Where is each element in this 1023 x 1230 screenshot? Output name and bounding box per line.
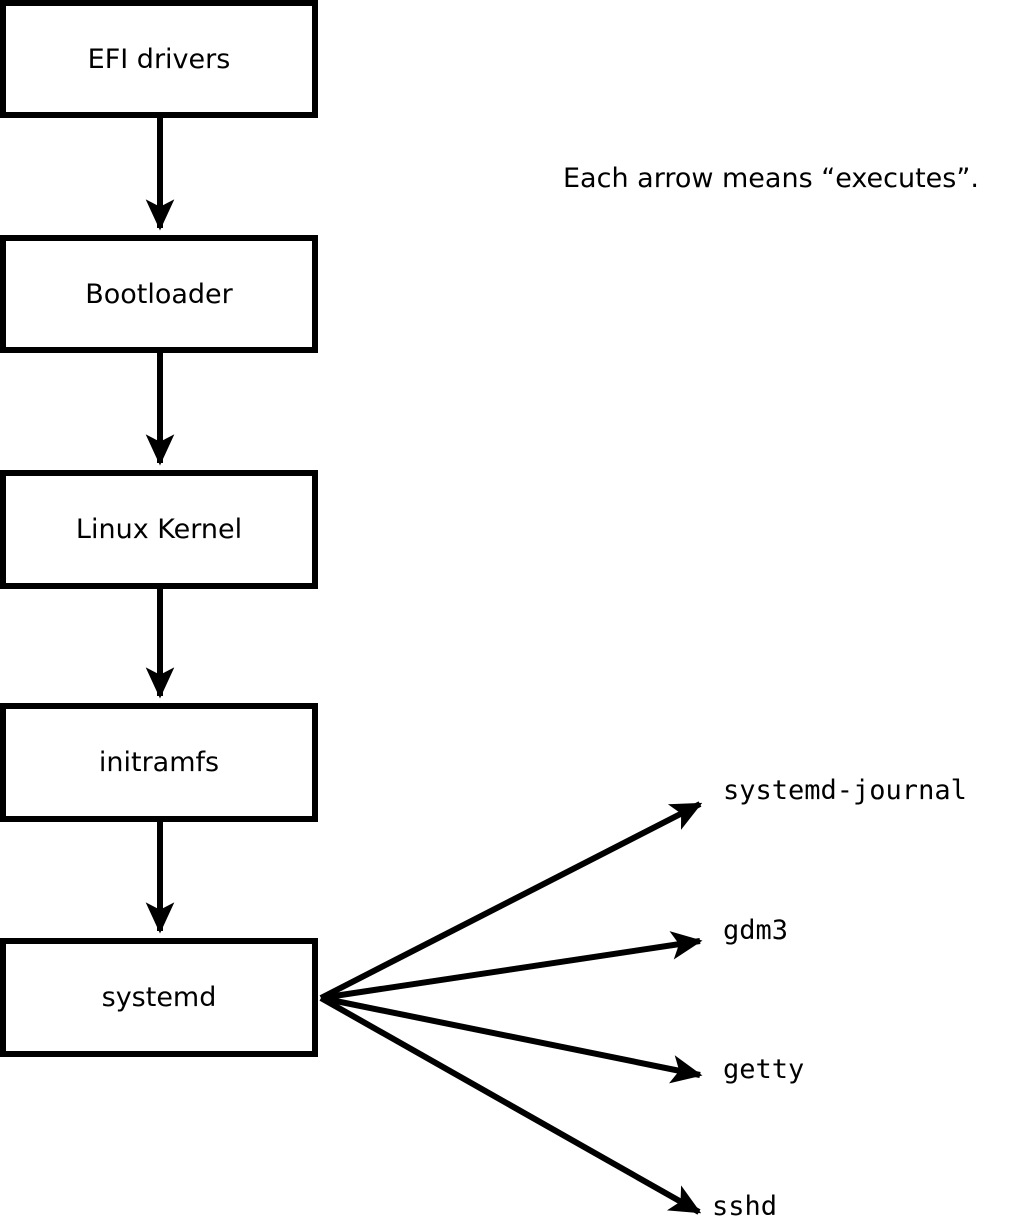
node-efi-drivers[interactable]: EFI drivers bbox=[0, 0, 318, 118]
leaf-label-sshd: sshd bbox=[712, 1191, 778, 1222]
node-label-systemd: systemd bbox=[101, 982, 217, 1013]
arrow-systemd-to-gdm3 bbox=[320, 931, 703, 1001]
node-systemd[interactable]: systemd bbox=[0, 938, 318, 1057]
node-label-bootloader: Bootloader bbox=[85, 278, 233, 310]
leaf-label-gdm3: gdm3 bbox=[723, 915, 789, 946]
leaf-label-systemd-journal: systemd-journal bbox=[723, 775, 967, 806]
node-linux-kernel[interactable]: Linux Kernel bbox=[0, 470, 318, 589]
leaf-label-getty: getty bbox=[723, 1054, 805, 1085]
node-label-linux-kernel: Linux Kernel bbox=[75, 514, 243, 545]
arrow-systemd-to-sshd bbox=[319, 995, 702, 1215]
node-bootloader[interactable]: Bootloader bbox=[0, 235, 318, 353]
arrow-systemd-to-getty bbox=[320, 995, 703, 1084]
arrow-systemd-to-systemd-journal bbox=[319, 801, 703, 1001]
diagram-caption: Each arrow means “executes”. bbox=[563, 163, 979, 194]
node-label-initramfs: initramfs bbox=[98, 747, 220, 778]
node-label-efi-drivers: EFI drivers bbox=[87, 43, 231, 75]
node-initramfs[interactable]: initramfs bbox=[0, 703, 318, 822]
